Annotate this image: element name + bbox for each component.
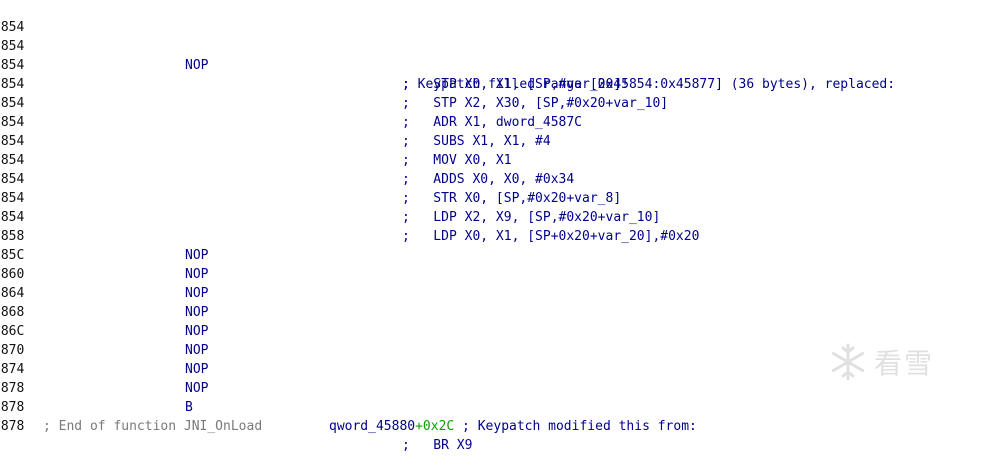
listing-line[interactable]: 5854 ; MOV X0, X1 [0, 113, 512, 168]
address: 5860 [0, 267, 25, 282]
branch-operand[interactable]: qword_45880+0x2C ; Keypatch modified thi… [329, 417, 697, 436]
replaced-instruction-comment: ; LDP X0, X1, [SP+0x20+var_20],#0x20 [402, 229, 700, 244]
listing-line[interactable]: 5854 ; ADDS X0, X0, #0x34 [0, 132, 574, 187]
listing-line[interactable]: 5854 ; LDP X0, X1, [SP+0x20+var_20],#0x2… [0, 189, 699, 244]
replaced-instruction-comment: ; STP X2, X30, [SP,#0x20+var_10] [402, 96, 669, 111]
branch-offset: +0x2C [415, 419, 455, 434]
address: 5854 [0, 20, 25, 35]
replaced-instruction-comment: ; ADDS X0, X0, #0x34 [402, 172, 575, 187]
listing-line[interactable]: 5854 ; SUBS X1, X1, #4 [0, 94, 551, 149]
listing-line[interactable]: 585C NOP [0, 227, 208, 282]
address: 5874 [0, 362, 25, 377]
listing-line[interactable]: 5878 B qword_45880+0x2C ; Keypatch modif… [0, 360, 697, 434]
listing-line[interactable]: 5854 ; STP X2, X30, [SP,#0x20+var_10] [0, 56, 668, 111]
snowflake-icon [831, 343, 865, 381]
instruction-mnemonic[interactable]: NOP [185, 381, 209, 396]
address: 5870 [0, 343, 25, 358]
address: 5858 [0, 229, 25, 244]
address: 5878 [0, 400, 25, 415]
address: 586C [0, 324, 25, 339]
replaced-instruction-comment: ; LDP X2, X9, [SP,#0x20+var_10] [402, 210, 661, 225]
address: 5854 [0, 191, 25, 206]
instruction-mnemonic[interactable]: NOP [185, 267, 209, 282]
address: 5878 [0, 419, 25, 434]
instruction-mnemonic[interactable]: NOP [185, 362, 209, 377]
instruction-mnemonic[interactable]: NOP [185, 58, 209, 73]
address: 5854 [0, 39, 25, 54]
address: 5864 [0, 286, 25, 301]
replaced-instruction-comment: ; SUBS X1, X1, #4 [402, 134, 551, 149]
address: 5854 [0, 134, 25, 149]
address: 5854 [0, 77, 25, 92]
watermark-text: 看雪 [874, 347, 935, 380]
listing-line[interactable]: 5854 ; LDP X2, X9, [SP,#0x20+var_10] [0, 170, 660, 225]
listing-line[interactable]: 5868 NOP [0, 284, 208, 339]
address: 5854 [0, 210, 25, 225]
instruction-mnemonic[interactable]: B [185, 400, 193, 415]
replaced-instruction-comment: ; MOV X0, X1 [402, 153, 512, 168]
listing-line[interactable]: 5854 [0, 0, 31, 35]
original-instruction-comment: ; BR X9 [402, 438, 473, 453]
address: 5868 [0, 305, 25, 320]
instruction-mnemonic[interactable]: NOP [185, 305, 209, 320]
listing-line[interactable]: 5854 ; STP X0, X1, [SP,#var_20]! [0, 37, 629, 92]
replaced-instruction-comment: ; ADR X1, dword_4587C [402, 115, 583, 130]
listing-line[interactable]: 5854 ; STR X0, [SP,#0x20+var_8] [0, 151, 621, 206]
address: 5854 [0, 115, 25, 130]
address: 585C [0, 248, 25, 263]
replaced-instruction-comment: ; STP X0, X1, [SP,#var_20]! [402, 77, 629, 92]
keypatch-comment: ; Keypatch filled range [0x45854:0x45877… [402, 77, 896, 92]
address: 5854 [0, 172, 25, 187]
instruction-mnemonic[interactable]: NOP [185, 286, 209, 301]
listing-line[interactable]: 5870 NOP [0, 322, 208, 377]
listing-line[interactable]: 5858 NOP [0, 208, 208, 263]
instruction-mnemonic[interactable]: NOP [185, 343, 209, 358]
listing-line[interactable]: 5860 NOP [0, 246, 208, 301]
watermark: 看雪 [828, 340, 978, 384]
replaced-instruction-comment: ; STR X0, [SP,#0x20+var_8] [402, 191, 622, 206]
listing-line[interactable]: 586C NOP [0, 303, 208, 358]
instruction-mnemonic[interactable]: NOP [185, 324, 209, 339]
listing-line[interactable]: 5874 NOP [0, 341, 208, 396]
listing-line[interactable]: 5854 NOP ; Keypatch filled range [0x4585… [0, 18, 895, 92]
address: 5854 [0, 58, 25, 73]
address: 5854 [0, 96, 25, 111]
instruction-mnemonic[interactable]: NOP [185, 248, 209, 263]
listing-line[interactable]: 5864 NOP [0, 265, 208, 320]
address: 5854 [0, 153, 25, 168]
listing-line[interactable]: 5878 [0, 398, 31, 434]
listing-line[interactable]: 5878 ; End of function JNI_OnLoad ; BR X… [0, 379, 472, 453]
end-of-function-comment: ; End of function JNI_OnLoad [43, 419, 263, 434]
keypatch-modified-comment: ; Keypatch modified this from: [454, 419, 697, 434]
branch-target-symbol[interactable]: qword_45880 [329, 419, 416, 434]
address: 5878 [0, 381, 25, 396]
listing-line[interactable]: 5854 ; ADR X1, dword_4587C [0, 75, 582, 130]
